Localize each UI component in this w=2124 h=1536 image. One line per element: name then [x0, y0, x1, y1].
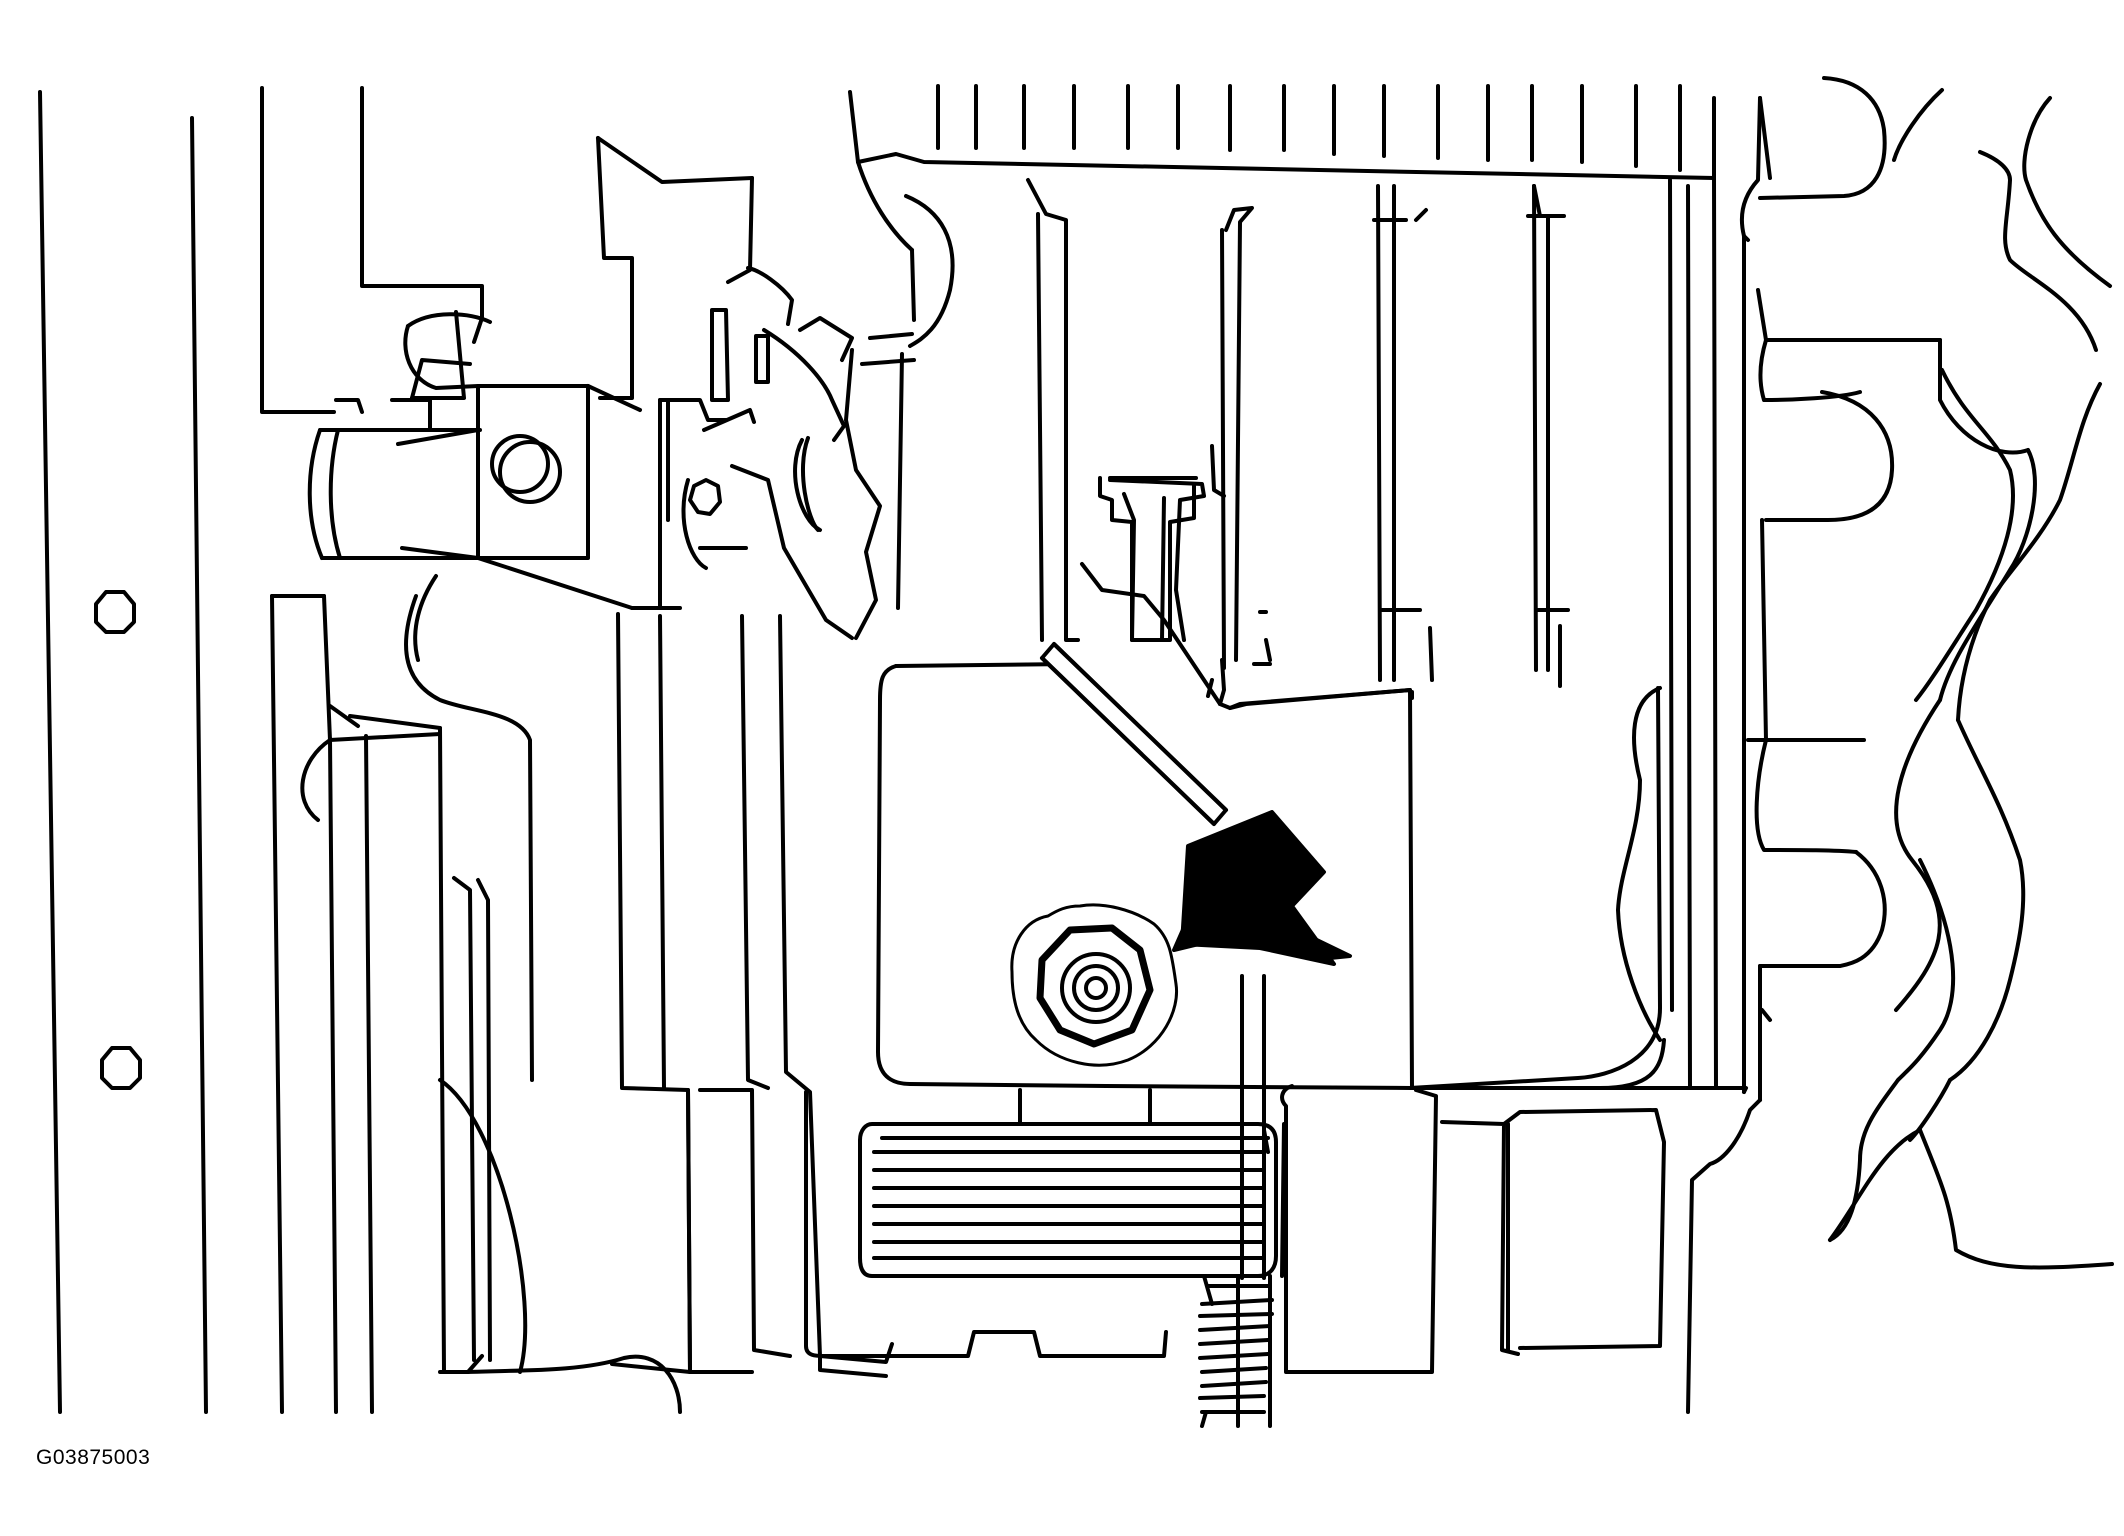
- lower-housing: [804, 1084, 1666, 1378]
- mounting-hole-upper: [94, 590, 136, 634]
- figure-id-label: G03875003: [36, 1446, 151, 1469]
- finned-block: [858, 1122, 1286, 1278]
- center-rails: [610, 612, 894, 1374]
- vertical-cable: [1230, 974, 1272, 1428]
- interior-slots: [1026, 178, 1570, 688]
- shaft-assembly: [307, 312, 682, 662]
- left-bracket-plate: [270, 136, 754, 1414]
- callout-arrow: [1040, 642, 1352, 966]
- oil-pan-plate: [876, 562, 1666, 1090]
- mount-bracket: [1098, 476, 1198, 642]
- right-frame: [1458, 76, 2114, 1414]
- coil-spring: [1198, 1274, 1274, 1428]
- left-frame-rails: [38, 86, 484, 1414]
- drain-plug-bolt: [1010, 903, 1179, 1067]
- top-cover-plate: [848, 84, 1716, 610]
- mounting-hole-lower: [100, 1046, 142, 1090]
- latch-linkage: [630, 176, 916, 640]
